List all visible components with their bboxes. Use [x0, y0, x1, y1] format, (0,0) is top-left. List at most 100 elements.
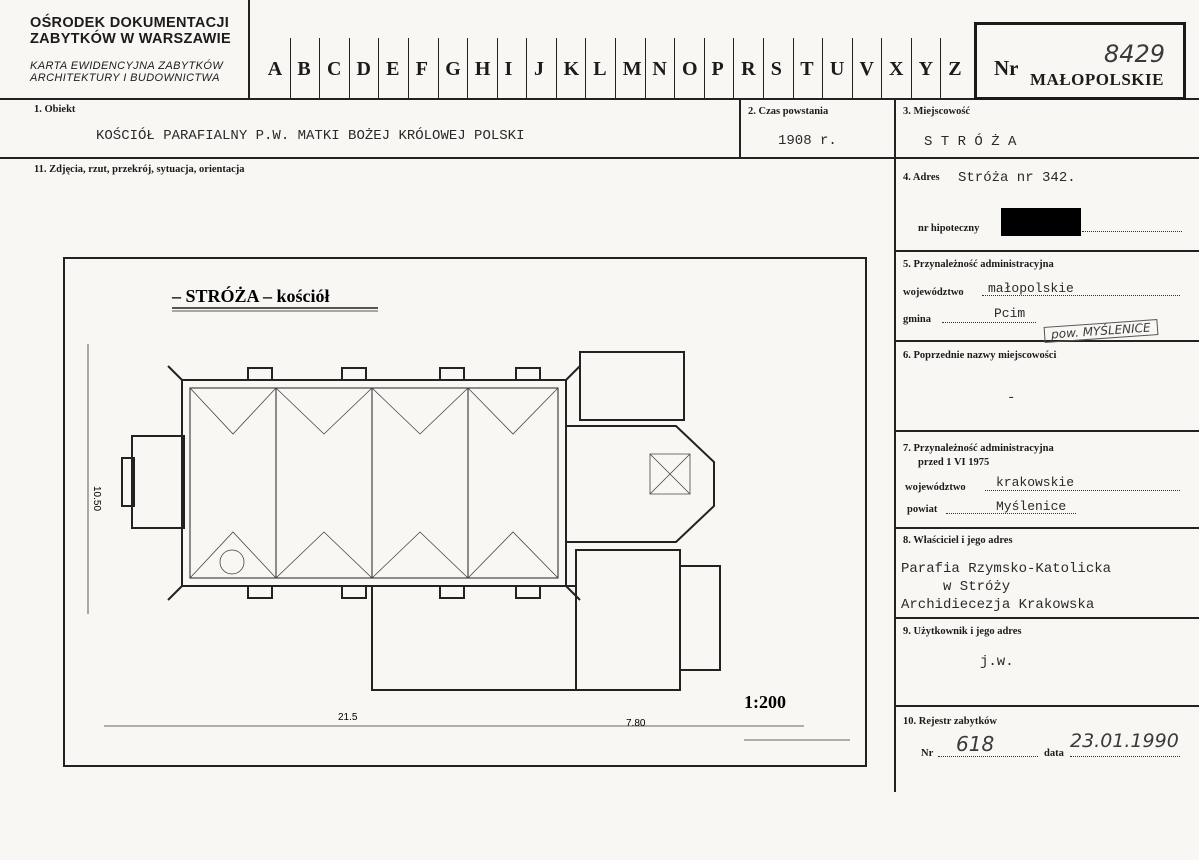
floor-plan: – STRÓŻA – kościół 21.5 7.80 10.50 1:200 [63, 257, 867, 767]
header-bottom-line [0, 98, 1199, 100]
sep-9 [894, 705, 1199, 707]
index-letter-g: G [445, 58, 461, 80]
hipoteczny-label: nr hipoteczny [918, 223, 980, 234]
rejestr-nr-dots [938, 756, 1038, 757]
miejscowosc-value: S T R Ó Ż A [924, 134, 1017, 150]
woj75-value: krakowskie [996, 475, 1075, 490]
rejestr-nr-label: Nr [921, 748, 934, 759]
south-buttresses [247, 586, 541, 599]
uzytkownik-label: 9. Użytkownik i jego adres [903, 626, 1022, 637]
rejestr-data-value: 23.01.1990 [1070, 730, 1179, 752]
letter-separator [437, 38, 439, 98]
przyn75-label: 7. Przynależność administracyjna [903, 443, 1054, 454]
sep-5 [894, 340, 1199, 342]
redaction-block [1001, 208, 1081, 236]
adres-value: Stróża nr 342. [958, 170, 1076, 186]
index-letter-i: I [504, 58, 513, 80]
letter-separator [703, 38, 705, 98]
letter-separator [910, 38, 912, 98]
dimension-lines [87, 344, 850, 741]
miejscowosc-label: 3. Miejscowość [903, 106, 971, 117]
row1-divider-1 [739, 98, 741, 158]
letter-separator [526, 38, 528, 98]
woj75-label: województwo [905, 482, 966, 493]
sep-8 [894, 617, 1199, 619]
number-box [974, 22, 1186, 100]
nr-label: Nr [994, 56, 1019, 80]
powiat75-dots [946, 513, 1076, 514]
letter-separator [289, 38, 291, 98]
rejestr-data-dots [1070, 756, 1180, 757]
sep-6 [894, 430, 1199, 432]
index-letter-o: O [681, 58, 698, 80]
woj75-dots [985, 490, 1180, 491]
index-letter-u: U [829, 58, 845, 80]
index-letter-e: E [386, 58, 400, 80]
index-letter-s: S [770, 58, 782, 80]
index-letter-r: R [741, 58, 756, 80]
wlasciciel-value: Parafia Rzymsko-Katolicka w Stróży Archi… [901, 560, 1111, 614]
index-letter-l: L [593, 58, 607, 80]
letter-separator [792, 38, 794, 98]
south-chapel [371, 585, 577, 691]
przyn75-sub: przed 1 VI 1975 [918, 457, 990, 468]
dim-length: 21.5 [338, 712, 358, 723]
woj-value: małopolskie [988, 281, 1074, 296]
wlasciciel-line-3: Archidiecezja Krakowska [901, 597, 1095, 613]
letter-separator [733, 38, 735, 98]
stair-room [679, 565, 721, 671]
index-letter-j: J [534, 58, 545, 80]
letter-separator [407, 38, 409, 98]
index-letter-d: D [356, 58, 371, 80]
letter-separator [851, 38, 853, 98]
letter-separator [555, 38, 557, 98]
poprzednie-label: 6. Poprzednie nazwy miejscowości [903, 350, 1057, 361]
rejestr-nr-value: 618 [956, 732, 995, 756]
uzytkownik-value: j.w. [980, 654, 1014, 670]
index-letter-c: C [326, 58, 342, 80]
wlasciciel-line-2: w Stróży [943, 579, 1011, 595]
letter-separator [674, 38, 676, 98]
letter-separator [762, 38, 764, 98]
north-buttresses [247, 367, 541, 380]
woj-label: województwo [903, 287, 964, 298]
index-letter-k: K [563, 58, 580, 80]
org-name: OŚRODEK DOKUMENTACJI ZABYTKÓW W WARSZAWI… [30, 15, 231, 47]
index-letter-a: A [267, 58, 283, 80]
dim-width: 10.50 [91, 486, 102, 511]
wlasciciel-label: 8. Właściciel i jego adres [903, 535, 1013, 546]
index-letter-x: X [889, 58, 904, 80]
woj-dots [982, 295, 1180, 296]
porch [131, 435, 185, 529]
letter-separator [319, 38, 321, 98]
letter-separator [644, 38, 646, 98]
wlasciciel-line-1: Parafia Rzymsko-Katolicka [901, 561, 1112, 577]
presbytery [566, 425, 715, 543]
index-letter-v: V [859, 58, 874, 80]
powiat75-value: Myślenice [996, 499, 1067, 514]
index-letter-n: N [652, 58, 667, 80]
index-letter-h: H [474, 58, 491, 80]
nave-outline [181, 379, 567, 587]
index-letter-b: B [297, 58, 311, 80]
sep-4 [894, 250, 1199, 252]
rejestr-label: 10. Rejestr zabytków [903, 716, 997, 727]
letter-separator [467, 38, 469, 98]
przyn-label: 5. Przynależność administracyjna [903, 259, 1054, 270]
letter-separator [615, 38, 616, 98]
index-letter-y: Y [918, 58, 934, 80]
letter-separator [585, 38, 587, 98]
zdjecia-label: 11. Zdjęcia, rzut, przekrój, sytuacja, o… [34, 164, 245, 175]
letter-separator [496, 38, 498, 98]
letter-separator [348, 38, 350, 98]
rejestr-data-label: data [1044, 748, 1064, 759]
adres-label: 4. Adres [903, 172, 940, 183]
plan-walls [121, 351, 721, 691]
gmina-dots [942, 322, 1036, 323]
south-room [575, 549, 681, 691]
header-divider [248, 0, 250, 98]
index-letter-z: Z [948, 58, 962, 80]
letter-separator [881, 38, 883, 98]
org-line-2: ZABYTKÓW W WARSZAWIE [30, 31, 231, 47]
drawing-title: – STRÓŻA – kościół [171, 285, 330, 306]
